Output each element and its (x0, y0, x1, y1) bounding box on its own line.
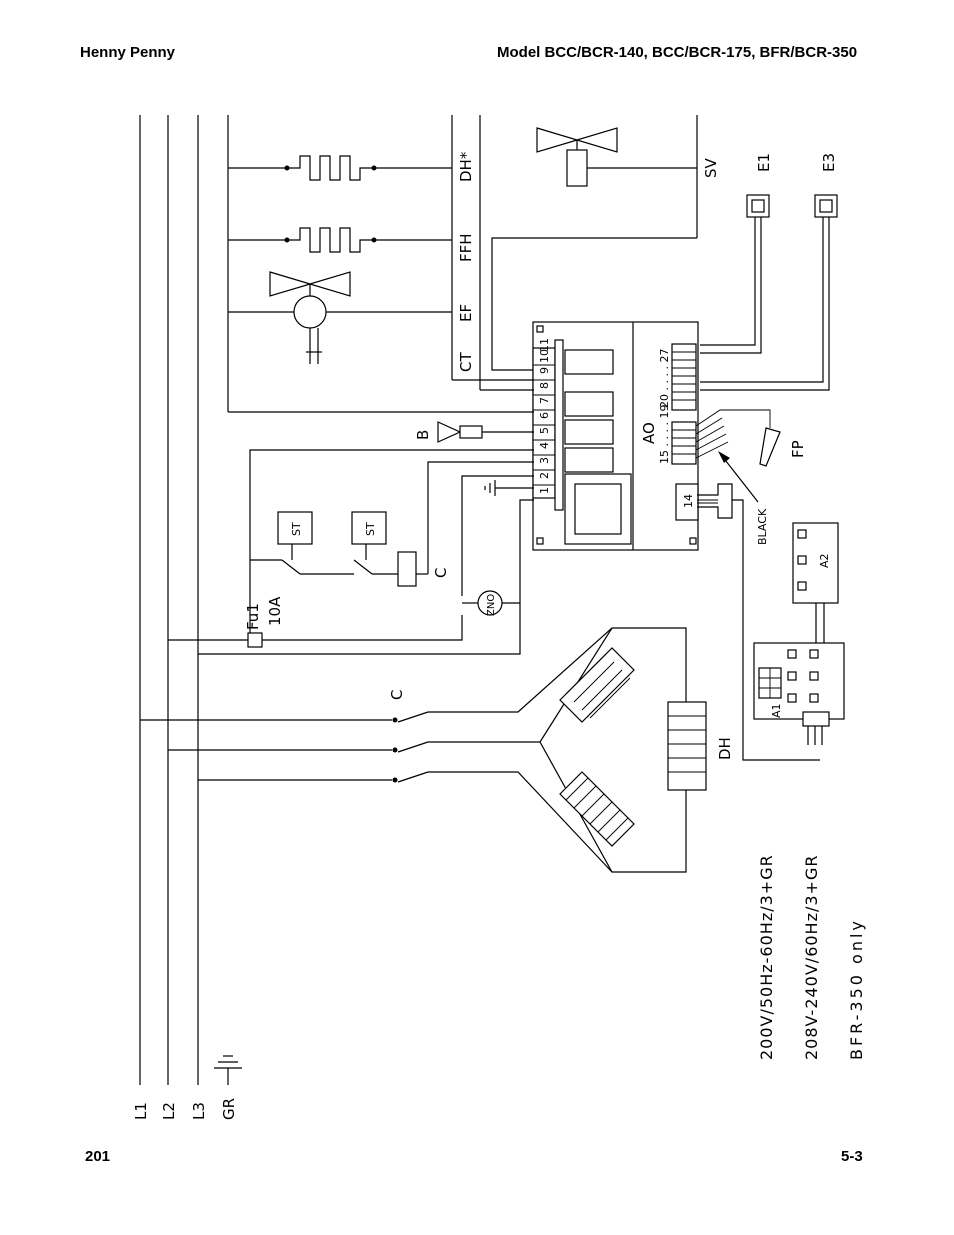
label-sv: SV (702, 157, 720, 178)
label-e3: E3 (820, 153, 838, 172)
label-dh: DH (716, 737, 734, 760)
sensor-e1 (700, 194, 770, 354)
controller-board (532, 321, 699, 551)
connector-20-27 (671, 343, 697, 411)
fuse (247, 632, 263, 648)
terminal-10: 10 (538, 349, 551, 363)
terminal-5: 5 (538, 427, 551, 434)
thermostat-st-1 (250, 511, 313, 575)
fp-probe (695, 409, 781, 467)
wire-sv-return (491, 237, 697, 371)
label-b: B (414, 430, 432, 440)
note-bfr-350: BFR-350 only (847, 918, 866, 1060)
dh-heater-bank (428, 627, 707, 873)
terminal-1: 1 (538, 487, 551, 494)
ground-symbol (214, 1055, 242, 1085)
connector-15-19 (671, 421, 697, 465)
sv-solenoid-valve (536, 127, 697, 187)
label-fuse-rating: 10A (266, 596, 284, 626)
label-ef: EF (457, 304, 475, 322)
label-connector-20-27: 20 . . . . 27 (658, 349, 671, 408)
wire-zno-right (502, 499, 534, 604)
company-name: Henny Penny (80, 44, 176, 61)
label-main-contactor: C (388, 690, 406, 700)
wire-fuse-out (262, 615, 463, 641)
label-st-2: ST (364, 522, 377, 536)
board-a1 (753, 642, 845, 745)
supply-bus (139, 115, 229, 1085)
terminal-8: 8 (538, 382, 551, 389)
wire-l3-to-controller (198, 603, 521, 655)
ef-fan-motor (228, 271, 452, 364)
label-a2: A2 (818, 553, 831, 568)
contactor-coil (372, 461, 534, 587)
label-e1: E1 (755, 153, 773, 172)
label-black: BLACK (756, 508, 769, 545)
label-st-1: ST (290, 522, 303, 536)
label-contactor-c: C (432, 568, 450, 578)
thermostat-st-2 (351, 511, 387, 575)
ffh-heater (228, 227, 452, 253)
note-voltage-200v: 200V/50Hz-60Hz/3+GR (757, 854, 776, 1060)
connector-14 (675, 483, 699, 521)
sensor-e3 (700, 194, 838, 391)
terminal-9: 9 (538, 367, 551, 374)
label-gr: GR (220, 1098, 238, 1120)
label-l3: L3 (190, 1102, 208, 1120)
board-a2 (792, 522, 839, 650)
label-l1: L1 (132, 1102, 150, 1120)
terminal-2: 2 (538, 472, 551, 479)
terminal-3: 3 (538, 457, 551, 464)
wire-zno-top (461, 475, 534, 596)
label-fuse: Fu1 (244, 603, 262, 630)
section-page: 5-3 (841, 1148, 863, 1165)
label-a1: A1 (770, 703, 783, 718)
label-ct: CT (457, 352, 475, 372)
main-contactor (140, 711, 429, 783)
dh-heater (228, 155, 452, 181)
label-connector-14: 14 (682, 494, 695, 508)
terminal-6: 6 (538, 412, 551, 419)
black-wire (697, 451, 820, 761)
terminal-7: 7 (538, 397, 551, 404)
label-ffh: FFH (457, 233, 475, 262)
page-number: 201 (85, 1148, 111, 1165)
model-title: Model BCC/BCR-140, BCC/BCR-175, BFR/BCR-… (497, 44, 858, 61)
label-l2: L2 (160, 1102, 178, 1120)
terminal-11: 11 (538, 338, 551, 352)
note-voltage-208v: 208V-240V/60Hz/3+GR (802, 855, 821, 1060)
terminal-ground (484, 480, 534, 496)
buzzer (437, 421, 534, 443)
label-zno: ZNO (486, 594, 497, 616)
label-dh-star: DH* (457, 151, 475, 182)
label-fp: FP (789, 440, 807, 458)
label-connector-15-19: 15 . . . . 19 (658, 405, 671, 464)
label-ao: AO (640, 422, 658, 444)
wire-st-control (249, 449, 534, 640)
terminal-4: 4 (538, 442, 551, 449)
